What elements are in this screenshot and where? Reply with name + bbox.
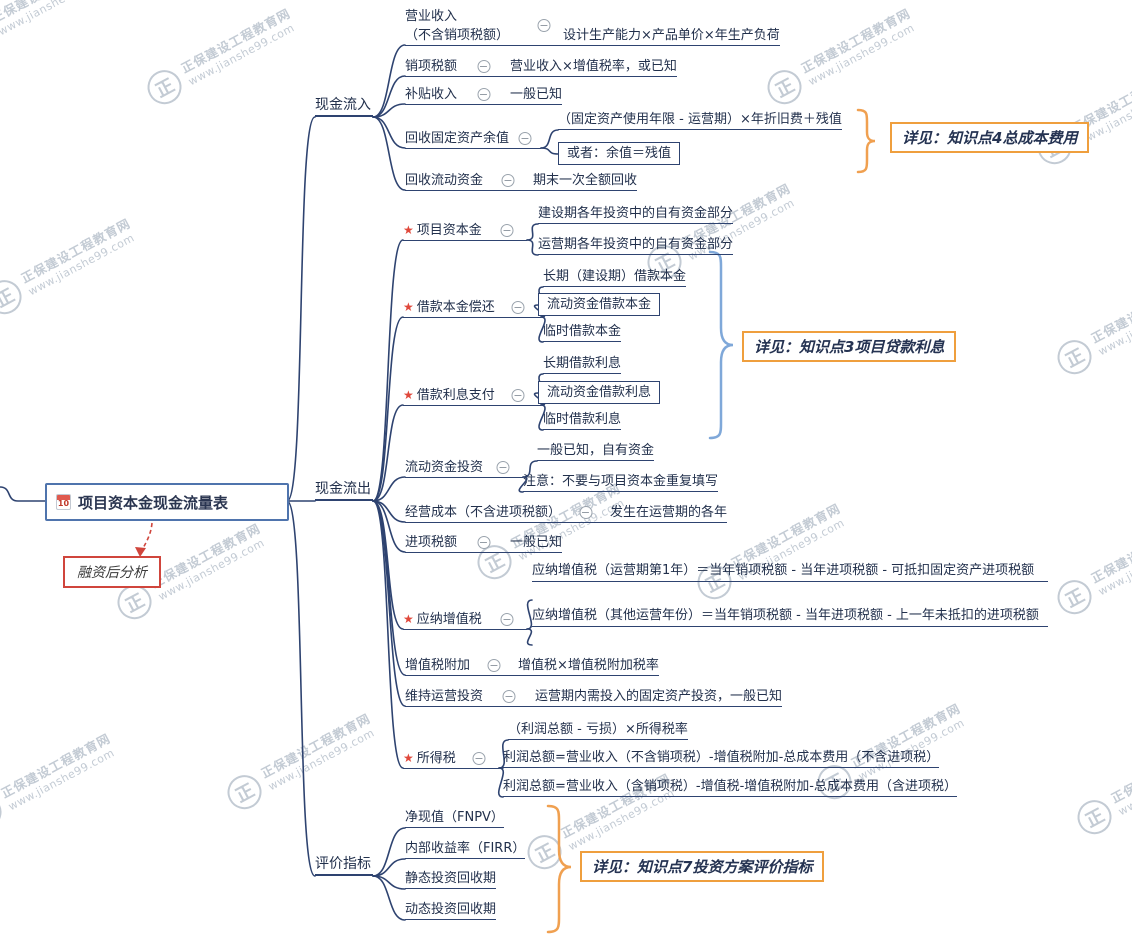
topic-input-vat[interactable]: 进项税额 − 一般已知 <box>405 533 563 553</box>
analysis-arrow <box>135 522 153 557</box>
topic-vat-payable[interactable]: ★应纳增值税 − <box>403 610 527 630</box>
collapse-icon[interactable]: − <box>501 173 515 187</box>
topic-fnpv[interactable]: 净现值（FNPV） <box>405 809 504 828</box>
child-temporary-principal[interactable]: 临时借款本金 <box>543 323 622 342</box>
callout-evaluation-indicators[interactable]: 详见：知识点7投资方案评价指标 <box>580 851 825 882</box>
note-generally-known[interactable]: 一般已知 <box>510 85 563 105</box>
collapse-icon[interactable]: − <box>511 300 525 314</box>
collapse-icon[interactable]: − <box>472 751 486 765</box>
note-surcharge-formula[interactable]: 增值税×增值税附加税率 <box>518 656 659 676</box>
child-profit-formula-excl-vat[interactable]: 利润总额=营业收入（不含销项税）-增值税附加-总成本费用（不含进项税） <box>503 749 940 768</box>
child-vat-year1-formula[interactable]: 应纳增值税（运营期第1年）＝当年销项税额 - 当年进项税额 - 可抵扣固定资产进… <box>532 562 1048 582</box>
collapse-icon[interactable]: − <box>500 223 514 237</box>
child-vat-other-years-formula[interactable]: 应纳增值税（其他运营年份）＝当年销项税额 - 当年进项税额 - 上一年未抵扣的进… <box>532 607 1048 627</box>
topic-subsidy-income[interactable]: 补贴收入 − 一般已知 <box>405 85 563 105</box>
topic-loan-interest-payment[interactable]: ★借款利息支付 − <box>403 386 541 406</box>
star-icon: ★ <box>403 223 414 237</box>
topic-static-payback[interactable]: 静态投资回收期 <box>405 870 497 889</box>
collapse-icon[interactable]: − <box>477 87 490 101</box>
note-generally-known[interactable]: 一般已知 <box>510 533 563 553</box>
branch-cash-inflow[interactable]: 现金流入 <box>315 97 373 117</box>
child-temporary-interest[interactable]: 临时借款利息 <box>543 411 622 430</box>
child-construction-equity[interactable]: 建设期各年投资中的自有资金部分 <box>538 205 734 224</box>
topic-firr[interactable]: 内部收益率（FIRR） <box>405 840 526 859</box>
topic-label: 营业收入 （不含销项税额） <box>405 7 525 46</box>
collapse-icon[interactable]: − <box>511 388 525 402</box>
child-generally-known-equity[interactable]: 一般已知，自有资金 <box>537 442 655 461</box>
callout-total-cost[interactable]: 详见：知识点4总成本费用 <box>890 122 1090 153</box>
topic-income-tax[interactable]: ★所得税 − <box>403 749 499 769</box>
collapse-icon[interactable]: − <box>477 535 490 549</box>
star-icon: ★ <box>403 388 414 402</box>
topic-vat-surcharge[interactable]: 增值税附加 − 增值税×增值税附加税率 <box>405 656 659 676</box>
collapse-icon[interactable]: − <box>537 18 551 32</box>
topic-loan-principal-repayment[interactable]: ★借款本金偿还 − <box>403 298 541 318</box>
brace-evaluation <box>546 804 572 934</box>
topic-fixed-asset-residual[interactable]: 回收固定资产余值 − <box>405 129 541 149</box>
topic-project-capital[interactable]: ★项目资本金 − <box>403 221 527 241</box>
collapse-icon[interactable]: − <box>500 612 514 626</box>
note-lump-sum-recovery[interactable]: 期末一次全额回收 <box>533 171 638 191</box>
child-working-capital-principal[interactable]: 流动资金借款本金 <box>538 293 661 316</box>
root-title: 项目资本金现金流量表 <box>78 493 229 512</box>
topic-working-capital-investment[interactable]: 流动资金投资 − <box>405 458 523 478</box>
child-residual-formula[interactable]: （固定资产使用年限 - 运营期）×年折旧费＋残值 <box>558 111 842 130</box>
numbered-badge-icon: 10 <box>56 494 71 510</box>
topic-working-capital-recovery[interactable]: 回收流动资金 − 期末一次全额回收 <box>405 171 638 191</box>
collapse-icon[interactable]: − <box>487 658 501 672</box>
child-income-tax-formula[interactable]: （利润总额 - 亏损）×所得税率 <box>508 721 688 740</box>
root-topic[interactable]: 10 项目资本金现金流量表 <box>45 483 289 521</box>
note-design-capacity-formula[interactable]: 设计生产能力×产品单价×年生产负荷 <box>563 26 780 46</box>
child-longterm-principal[interactable]: 长期（建设期）借款本金 <box>543 268 687 287</box>
collapse-icon[interactable]: − <box>502 689 516 703</box>
branch-evaluation-metrics[interactable]: 评价指标 <box>315 856 373 876</box>
child-operation-equity[interactable]: 运营期各年投资中的自有资金部分 <box>538 236 734 255</box>
branch-cash-outflow[interactable]: 现金流出 <box>315 481 373 501</box>
topic-operating-revenue[interactable]: 营业收入 （不含销项税额） − 设计生产能力×产品单价×年生产负荷 <box>405 7 780 46</box>
brace-loan-interest <box>708 250 734 440</box>
star-icon: ★ <box>403 612 414 626</box>
callout-loan-interest[interactable]: 详见：知识点3项目贷款利息 <box>742 331 957 362</box>
child-profit-formula-incl-vat[interactable]: 利润总额=营业收入（含销项税）-增值税-增值税附加-总成本费用（含进项税） <box>503 778 957 797</box>
child-residual-equals-salvage[interactable]: 或者：余值＝残值 <box>558 142 681 165</box>
topic-dynamic-payback[interactable]: 动态投资回收期 <box>405 901 497 920</box>
collapse-icon[interactable]: − <box>518 131 532 145</box>
topic-output-vat[interactable]: 销项税额 − 营业收入×增值税率，或已知 <box>405 57 677 77</box>
child-working-capital-interest[interactable]: 流动资金借款利息 <box>538 381 661 404</box>
topic-sustaining-investment[interactable]: 维持运营投资 − 运营期内需投入的固定资产投资，一般已知 <box>405 687 783 707</box>
topic-operating-cost[interactable]: 经营成本（不含进项税额） − 发生在运营期的各年 <box>405 503 728 523</box>
star-icon: ★ <box>403 300 414 314</box>
note-output-vat-formula[interactable]: 营业收入×增值税率，或已知 <box>510 57 677 77</box>
collapse-icon[interactable]: − <box>579 505 592 519</box>
post-financing-note[interactable]: 融资后分析 <box>63 556 161 588</box>
collapse-icon[interactable]: − <box>477 59 490 73</box>
collapse-icon[interactable]: − <box>496 460 510 474</box>
star-icon: ★ <box>403 751 414 765</box>
branch-lines <box>0 44 559 921</box>
child-no-duplicate-note[interactable]: 注意：不要与项目资本金重复填写 <box>523 473 719 492</box>
note-sustaining-known[interactable]: 运营期内需投入的固定资产投资，一般已知 <box>535 687 783 707</box>
brace-total-cost <box>856 108 876 174</box>
note-occurs-in-operation-years[interactable]: 发生在运营期的各年 <box>610 503 728 523</box>
child-longterm-interest[interactable]: 长期借款利息 <box>543 355 622 374</box>
